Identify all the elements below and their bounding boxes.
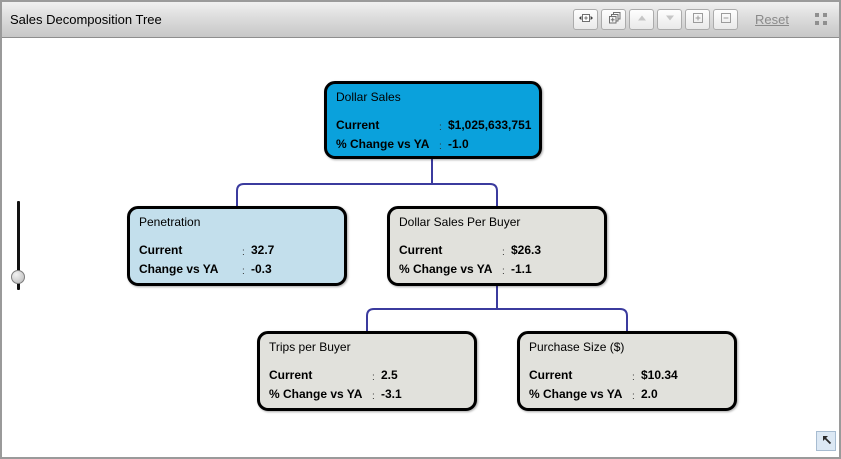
metric-row: Current : 2.5 [269,367,472,386]
zoom-out-button[interactable] [713,9,739,30]
colon-separator: : [502,247,505,258]
colon-separator: : [242,247,245,258]
metric-label: % Change vs YA [399,262,493,276]
metric-row: % Change vs YA : -3.1 [269,386,472,405]
metric-label: Current [529,368,573,382]
header: Sales Decomposition Tree [2,2,839,38]
plus-box-icon [690,10,706,29]
metric-value: -3.1 [381,387,402,401]
move-up-button[interactable] [629,9,655,30]
metric-label: Current [269,368,313,382]
triangle-up-icon [634,10,650,29]
cascade-windows-icon [606,10,622,29]
metric-row: Current : $10.34 [529,367,732,386]
metric-row: Current : $26.3 [399,242,602,261]
node-title: Trips per Buyer [269,340,351,354]
colon-separator: : [439,141,442,152]
node-title: Dollar Sales [336,90,401,104]
expand-width-icon [578,10,594,29]
metric-value: 2.0 [641,387,658,401]
tree-node-purchase-size[interactable]: Purchase Size ($) Current : $10.34 % Cha… [517,331,737,411]
metric-row: % Change vs YA : 2.0 [529,386,732,405]
metric-label: Current [399,243,443,257]
page-title: Sales Decomposition Tree [10,12,162,27]
metric-label: Current [139,243,183,257]
node-title: Penetration [139,215,201,229]
metric-label: Current [336,118,380,132]
pan-to-origin-button[interactable] [816,431,836,451]
toolbar: Reset [570,9,839,30]
tree-node-dollar-sales-per-buyer[interactable]: Dollar Sales Per Buyer Current : $26.3 %… [387,206,607,286]
metric-value: -0.3 [251,262,272,276]
metric-label: % Change vs YA [269,387,363,401]
metric-row: % Change vs YA : -1.1 [399,261,602,280]
arrow-up-left-icon [820,433,833,449]
metric-value: -1.0 [448,137,469,151]
metric-label: Change vs YA [139,262,219,276]
colon-separator: : [439,122,442,133]
cascade-windows-button[interactable] [601,9,627,30]
metric-value: $1,025,633,751 [448,118,532,132]
minus-box-icon [718,10,734,29]
metric-value: 32.7 [251,243,275,257]
move-down-button[interactable] [657,9,683,30]
collapse-corners-icon [812,12,830,31]
metric-row: Current : $1,025,633,751 [336,117,537,136]
colon-separator: : [632,372,635,383]
metric-value: $10.34 [641,368,678,382]
metric-value: -1.1 [511,262,532,276]
expand-width-button[interactable] [573,9,599,30]
metric-value: 2.5 [381,368,398,382]
triangle-down-icon [662,10,678,29]
colon-separator: : [242,266,245,277]
colon-separator: : [372,372,375,383]
reset-link[interactable]: Reset [755,12,789,27]
colon-separator: : [502,266,505,277]
metric-row: Current : 32.7 [139,242,342,261]
metric-row: Change vs YA : -0.3 [139,261,342,280]
zoom-in-button[interactable] [685,9,711,30]
tree-node-trips-per-buyer[interactable]: Trips per Buyer Current : 2.5 % Change v… [257,331,477,411]
metric-label: % Change vs YA [529,387,623,401]
tree-node-dollar-sales[interactable]: Dollar Sales Current : $1,025,633,751 % … [324,81,542,159]
zoom-slider-track[interactable] [17,201,20,290]
zoom-slider-thumb[interactable] [11,270,25,284]
tree-canvas: Dollar Sales Current : $1,025,633,751 % … [2,38,839,457]
tree-node-penetration[interactable]: Penetration Current : 32.7 Change vs YA … [127,206,347,286]
colon-separator: : [372,391,375,402]
metric-row: % Change vs YA : -1.0 [336,136,537,155]
node-title: Purchase Size ($) [529,340,625,354]
metric-value: $26.3 [511,243,542,257]
collapse-view-button[interactable] [811,10,831,30]
colon-separator: : [632,391,635,402]
metric-label: % Change vs YA [336,137,430,151]
node-title: Dollar Sales Per Buyer [399,215,521,229]
